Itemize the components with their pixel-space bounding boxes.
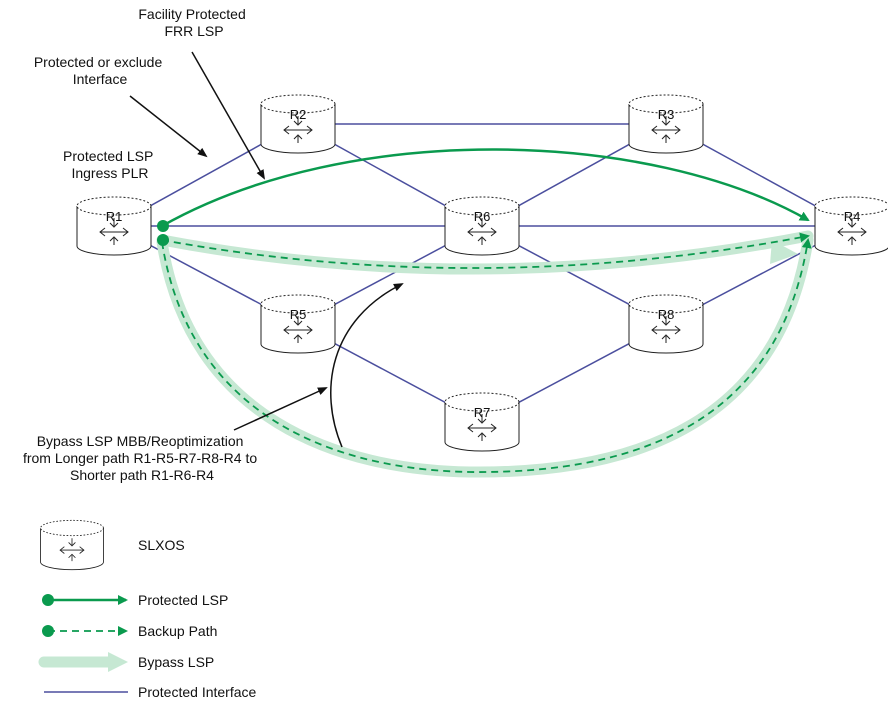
- legend-router-icon: [40, 519, 104, 571]
- legend-bypass-lsp-arrow: [108, 652, 128, 672]
- router-icon: [260, 94, 336, 154]
- router-r7: R7: [444, 392, 520, 452]
- legend-bypass-lsp-label: Bypass LSP: [138, 654, 214, 670]
- router-label: R5: [290, 307, 307, 322]
- reopt-label: Bypass LSP MBB/Reoptimization from Longe…: [23, 433, 261, 483]
- router-icon: [814, 196, 888, 256]
- backup-path-short: [161, 232, 810, 269]
- protected-lsp-path: [161, 148, 810, 228]
- router-label: R2: [290, 107, 307, 122]
- backup-path-long: [161, 238, 812, 473]
- legend-backup-path-label: Backup Path: [138, 623, 217, 639]
- backup-path-origin-dot: [157, 234, 169, 246]
- router-icon: [444, 392, 520, 452]
- router-icon: [260, 294, 336, 354]
- ingress-label: Protected LSP Ingress PLR: [63, 148, 157, 181]
- facility-label: Facility Protected FRR LSP: [138, 6, 249, 39]
- bypass-arrowhead-short: [770, 240, 798, 264]
- router-icon: [628, 294, 704, 354]
- router-label: R6: [474, 209, 491, 224]
- router-r6: R6: [444, 196, 520, 256]
- backup-paths: [161, 232, 812, 473]
- callout-arrows: [129, 51, 404, 448]
- router-icon: [444, 196, 520, 256]
- router-r8: R8: [628, 294, 704, 354]
- legend-protected-interface-label: Protected Interface: [138, 684, 257, 700]
- callout-arrow-reopt-curve: [330, 283, 404, 448]
- callout-arrow-interface: [129, 95, 208, 158]
- router-label: R3: [658, 107, 675, 122]
- callout-arrow-reopt: [233, 387, 328, 431]
- legend-protected-lsp-label: Protected LSP: [138, 592, 228, 608]
- router-icon: [76, 196, 152, 256]
- legend: SLXOS Protected LSP Backup Path Bypass L…: [38, 519, 257, 700]
- callout-arrow-facility: [191, 51, 265, 180]
- legend-router-label: SLXOS: [138, 537, 185, 553]
- router-r5: R5: [260, 294, 336, 354]
- router-r4: R4: [814, 196, 888, 256]
- protected-interface-label: Protected or exclude Interface: [34, 54, 166, 87]
- router-icon: [628, 94, 704, 154]
- router-label: R8: [658, 307, 675, 322]
- router-label: R4: [844, 209, 861, 224]
- router-r3: R3: [628, 94, 704, 154]
- router-r2: R2: [260, 94, 336, 154]
- router-r1: R1: [76, 196, 152, 256]
- router-label: R7: [474, 405, 491, 420]
- router-label: R1: [106, 209, 123, 224]
- protected-lsp-origin-dot: [157, 220, 169, 232]
